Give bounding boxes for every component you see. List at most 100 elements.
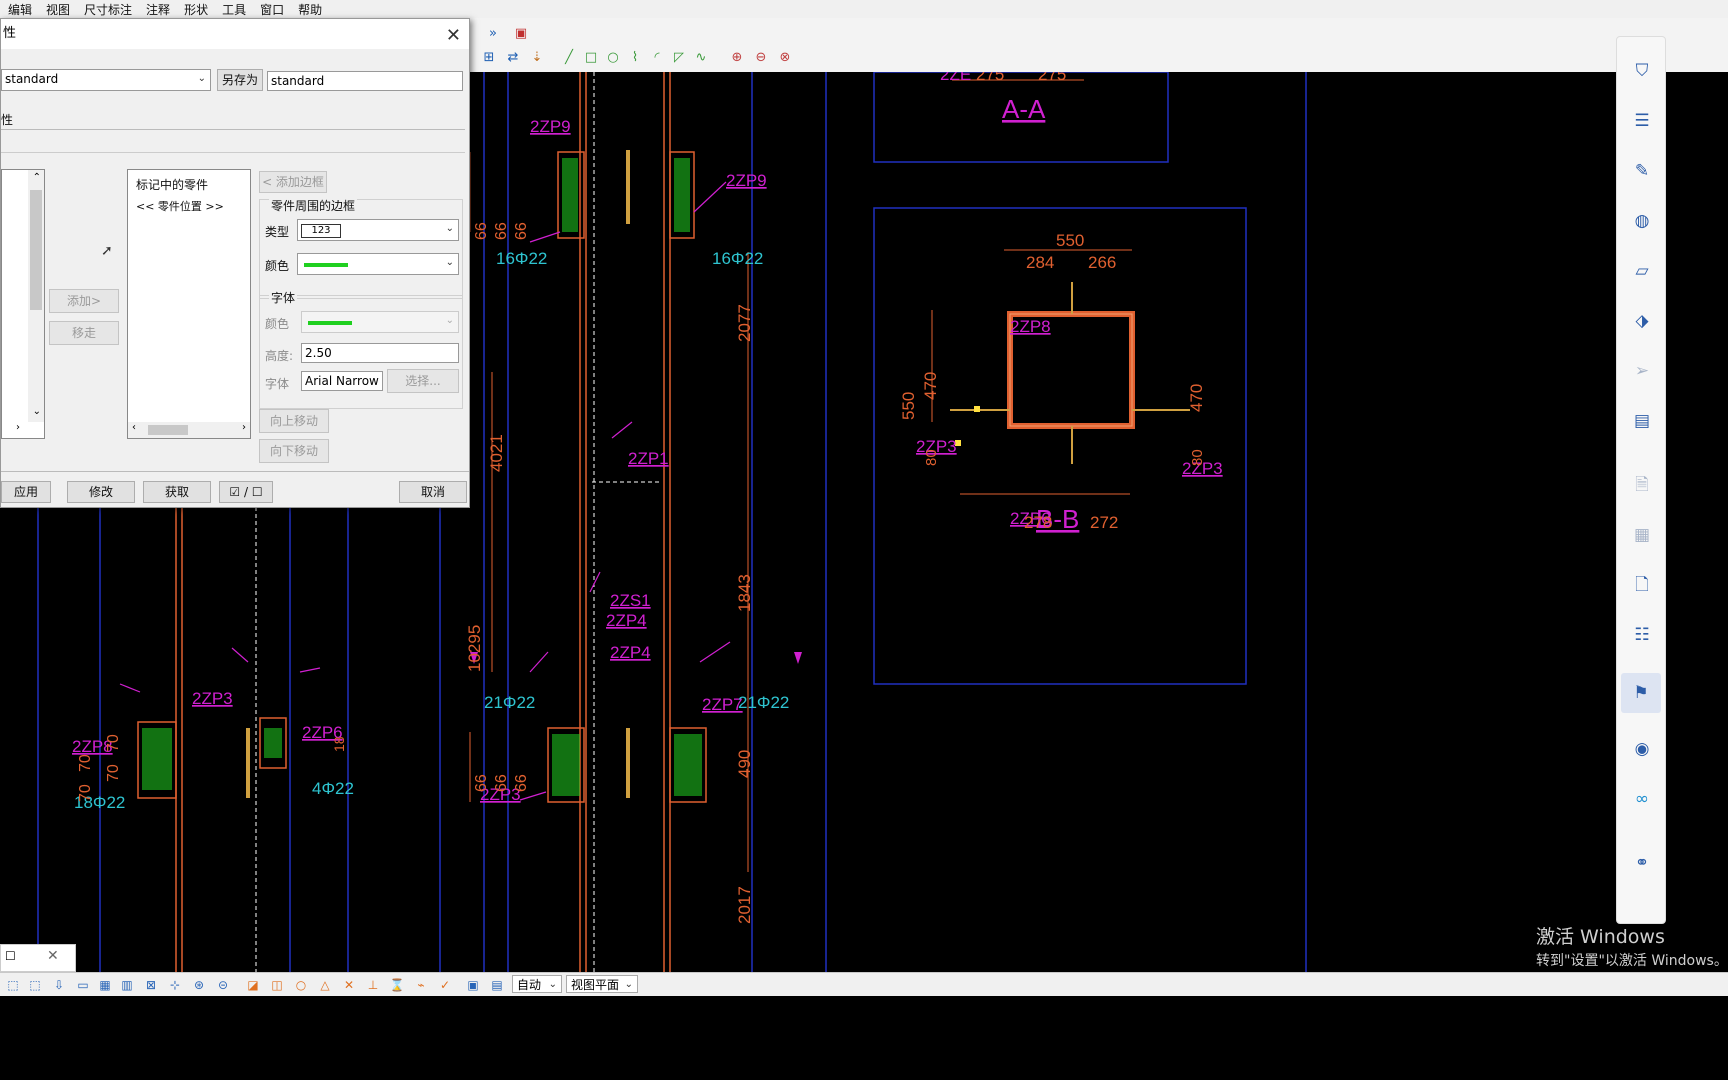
remove-button[interactable]: 移走: [49, 321, 119, 345]
layers-icon[interactable]: ☰: [1634, 111, 1650, 131]
app-tool-icon[interactable]: ▣: [514, 25, 528, 41]
marked-parts-list[interactable]: 标记中的零件 << 零件位置 >> ‹ ›: [127, 169, 251, 439]
expand-toolbar-icon[interactable]: »: [489, 25, 497, 41]
zoom-tool-icon[interactable]: ⊕: [731, 49, 743, 65]
chevron-right-icon[interactable]: ›: [242, 422, 246, 433]
preset-select[interactable]: standard ⌄: [1, 69, 211, 91]
snap-mode-value: 自动: [517, 978, 542, 992]
cancel-button[interactable]: 取消: [399, 481, 467, 503]
menu-tools[interactable]: 工具: [222, 2, 247, 17]
comment-icon[interactable]: ▤: [1633, 411, 1651, 431]
table-icon[interactable]: ▦: [1633, 525, 1651, 545]
tag-icon[interactable]: ⬗: [1635, 311, 1649, 331]
select-font-button[interactable]: 选择...: [387, 369, 459, 393]
move-up-button[interactable]: 向上移动: [259, 409, 329, 433]
label-2zp4-b: 2ZP4: [610, 643, 651, 662]
chevron-right-icon[interactable]: ›: [16, 422, 20, 433]
line-tool-icon[interactable]: ╱: [565, 49, 573, 65]
get-button[interactable]: 获取: [143, 481, 211, 503]
select-all-icon[interactable]: ⬚: [7, 978, 19, 992]
menu-help[interactable]: 帮助: [298, 2, 323, 17]
marked-parts-item[interactable]: << 零件位置 >>: [136, 200, 224, 213]
frame-color-select[interactable]: ⌄: [297, 253, 459, 275]
snap-midpoint-icon[interactable]: △: [320, 978, 330, 992]
chevron-up-icon[interactable]: ⌃: [32, 172, 41, 183]
snap-intersection-icon[interactable]: ✕: [343, 978, 355, 992]
tab-properties[interactable]: 性: [1, 113, 14, 127]
close-icon[interactable]: ✕: [47, 948, 59, 964]
add-frame-button[interactable]: < 添加边框: [259, 171, 327, 193]
save-as-input[interactable]: standard: [267, 71, 463, 91]
toggle-checkbox-button[interactable]: ☑ / ☐: [219, 481, 273, 503]
corner-tool-icon[interactable]: ◸: [674, 49, 684, 65]
snap-extension-icon[interactable]: ⌛: [389, 978, 405, 992]
eraser-icon[interactable]: ▱: [1635, 261, 1649, 281]
filter-icon[interactable]: ⛉: [1635, 61, 1649, 81]
snap-perpendicular-icon[interactable]: ⊥: [367, 978, 379, 992]
link-icon[interactable]: ⚭: [1634, 853, 1650, 873]
pin-tool-icon[interactable]: ⇣: [531, 49, 543, 65]
dim-b-278: 278: [1024, 513, 1052, 532]
apply-button[interactable]: 应用: [1, 481, 51, 503]
snap-free-icon[interactable]: ✓: [439, 978, 451, 992]
arc-tool-icon[interactable]: ◜: [654, 49, 660, 65]
snap-circle-icon[interactable]: ○: [295, 978, 307, 992]
snap-nearest-icon[interactable]: ⌁: [417, 978, 425, 992]
chevron-down-icon[interactable]: ⌄: [32, 406, 41, 417]
maximize-icon[interactable]: ☐: [5, 949, 16, 963]
cad-icon[interactable]: 🗎: [1635, 475, 1649, 495]
menu-window[interactable]: 窗口: [260, 2, 285, 17]
rectangle-tool-icon[interactable]: □: [584, 49, 598, 65]
bookmark-icon[interactable]: ⚑: [1621, 673, 1661, 713]
scroll-thumb[interactable]: [30, 190, 42, 310]
polyline-tool-icon[interactable]: ⌇: [631, 49, 639, 65]
send-icon[interactable]: ➢: [1634, 361, 1650, 381]
select-part-icon[interactable]: ⬚: [29, 978, 41, 992]
menu-view[interactable]: 视图: [46, 2, 71, 17]
available-parts-list[interactable]: ⌃ ⌄ ›: [1, 169, 45, 439]
select-point-icon[interactable]: ⊹: [169, 978, 181, 992]
arrow-tool-icon[interactable]: ⇄: [507, 49, 519, 65]
dim-b-80-l: 80: [923, 449, 940, 466]
height-input[interactable]: 2.50: [301, 343, 459, 363]
ai-doc-icon[interactable]: 🗋: [1635, 575, 1649, 595]
select-assembly-icon[interactable]: ⊝: [217, 978, 229, 992]
snap-center-icon[interactable]: ◫: [271, 978, 283, 992]
add-button[interactable]: 添加>: [49, 289, 119, 313]
move-down-button[interactable]: 向下移动: [259, 439, 329, 463]
chevron-left-icon[interactable]: ‹: [132, 422, 136, 433]
close-icon[interactable]: ✕: [445, 25, 461, 46]
font-color-select[interactable]: ⌄: [301, 311, 459, 333]
select-component-icon[interactable]: ⊛: [193, 978, 205, 992]
snap-tool-icon[interactable]: ⊞: [483, 49, 495, 65]
modify-button[interactable]: 修改: [67, 481, 135, 503]
select-grid-icon[interactable]: ▦: [99, 978, 111, 992]
horizontal-scrollbar[interactable]: ‹ ›: [128, 422, 250, 438]
select-view-icon[interactable]: ▥: [121, 978, 133, 992]
h-scroll-thumb[interactable]: [148, 425, 188, 435]
work-plane-icon[interactable]: ▤: [491, 978, 503, 992]
zoom-out-tool-icon[interactable]: ⊖: [755, 49, 767, 65]
save-as-button[interactable]: 另存为: [217, 69, 263, 91]
frame-type-select[interactable]: 123 ⌄: [297, 219, 459, 241]
snap-endpoint-icon[interactable]: ◪: [247, 978, 259, 992]
select-object-icon[interactable]: ⊠: [145, 978, 157, 992]
palette-icon[interactable]: ◍: [1634, 211, 1650, 231]
select-bolt-icon[interactable]: ⇩: [53, 978, 65, 992]
menu-shape[interactable]: 形状: [184, 2, 209, 17]
plane-select[interactable]: 视图平面 ⌄: [566, 975, 638, 993]
select-weld-icon[interactable]: ▭: [77, 978, 89, 992]
curve-tool-icon[interactable]: ∿: [695, 49, 707, 65]
circle-tool-icon[interactable]: ○: [607, 49, 619, 65]
menu-dimension[interactable]: 尺寸标注: [84, 2, 133, 17]
list-icon[interactable]: ☷: [1634, 625, 1650, 645]
snap-mode-select[interactable]: 自动 ⌄: [512, 975, 562, 993]
account-icon[interactable]: ◉: [1634, 739, 1650, 759]
plane-icon[interactable]: ▣: [467, 978, 479, 992]
zoom-fit-tool-icon[interactable]: ⊗: [779, 49, 791, 65]
font-value-field[interactable]: Arial Narrow: [301, 371, 383, 391]
edit-note-icon[interactable]: ✎: [1634, 161, 1650, 181]
infinity-icon[interactable]: ∞: [1634, 789, 1650, 809]
menu-edit[interactable]: 编辑: [8, 2, 33, 17]
menu-annotation[interactable]: 注释: [146, 2, 171, 17]
